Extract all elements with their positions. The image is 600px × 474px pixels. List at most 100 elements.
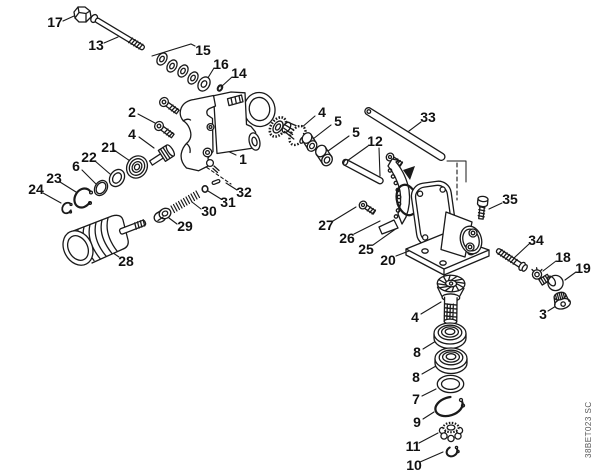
bushing-5a-part — [301, 132, 318, 152]
leader-6 — [81, 169, 97, 185]
leader-15-bracket — [151, 43, 196, 57]
callout-9: 9 — [413, 414, 421, 430]
callout-1: 1 — [239, 151, 247, 167]
callout-19: 19 — [575, 260, 591, 276]
gear-4-top-part — [268, 116, 307, 147]
bearing-21-part — [125, 155, 149, 179]
callout-25: 25 — [358, 241, 374, 257]
plug-3-part — [553, 291, 572, 310]
leader-4c — [420, 301, 442, 315]
callout-4a: 4 — [128, 126, 136, 142]
screw-2a-part — [159, 96, 180, 115]
callout-30: 30 — [201, 203, 217, 219]
callout-31: 31 — [220, 194, 236, 210]
screw-35-part — [476, 195, 489, 220]
shaft-4-left-part — [148, 144, 176, 166]
leader-12a — [346, 145, 369, 162]
callout-20: 20 — [380, 252, 396, 268]
bracket-26-part — [378, 158, 415, 235]
callout-4c: 4 — [411, 309, 419, 325]
cap-19-part — [538, 273, 564, 292]
leader-20 — [395, 250, 410, 257]
bearing-8a-part — [433, 322, 467, 350]
callout-5b: 5 — [352, 124, 360, 140]
callout-33: 33 — [420, 109, 436, 125]
ring-6-part — [93, 179, 109, 197]
leader-34 — [513, 243, 530, 259]
callout-4b: 4 — [318, 104, 326, 120]
leader-35 — [488, 202, 503, 210]
callout-29: 29 — [177, 218, 193, 234]
bearing-8b-part — [434, 347, 468, 375]
leader-26 — [353, 220, 381, 235]
leader-21 — [113, 149, 131, 162]
oring-14-part — [216, 84, 224, 92]
nut-29-part — [153, 207, 172, 223]
leader-24 — [42, 192, 62, 204]
bolt-34-part — [495, 248, 528, 272]
leader-11 — [418, 432, 439, 444]
callout-24: 24 — [28, 181, 44, 197]
leader-5b — [327, 135, 350, 152]
leader-4b — [300, 115, 316, 129]
leader-29 — [168, 217, 178, 225]
callout-28: 28 — [118, 253, 134, 269]
callout-8b: 8 — [412, 369, 420, 385]
leader-19 — [564, 271, 577, 281]
nut-18-part — [531, 267, 543, 280]
callout-17: 17 — [47, 14, 63, 30]
callout-32: 32 — [236, 184, 252, 200]
callout-22: 22 — [81, 149, 97, 165]
leader-5a — [312, 124, 332, 140]
ring-22-part — [108, 168, 126, 188]
washer-16-part — [197, 76, 211, 92]
callout-8a: 8 — [413, 344, 421, 360]
callout-16: 16 — [213, 56, 229, 72]
leader-30 — [191, 201, 202, 210]
leader-27 — [332, 206, 357, 222]
ring-7-part — [436, 374, 465, 394]
leader-13 — [103, 36, 119, 44]
starnut-11-part — [438, 421, 464, 443]
leader-8b — [421, 365, 437, 375]
bushing-5b-part — [315, 144, 333, 167]
callout-13: 13 — [88, 37, 104, 53]
callout-14: 14 — [231, 65, 247, 81]
clip-24-part — [61, 201, 73, 215]
callout-35: 35 — [502, 191, 518, 207]
leader-25 — [372, 227, 398, 246]
leader-4a — [138, 136, 155, 149]
leader-10 — [419, 451, 444, 463]
callout-23: 23 — [46, 170, 62, 186]
leader-33 — [408, 121, 422, 132]
bolt-13-part — [90, 13, 146, 51]
callout-21: 21 — [101, 139, 117, 155]
callout-5a: 5 — [334, 113, 342, 129]
leader-32 — [225, 182, 238, 191]
leader-31 — [207, 190, 222, 200]
callout-2: 2 — [128, 104, 136, 120]
snapring-9-part — [434, 395, 466, 418]
leader-23 — [59, 181, 77, 193]
callout-7: 7 — [412, 391, 420, 407]
gear-4-bottom-part — [436, 274, 466, 325]
callout-6: 6 — [72, 158, 80, 174]
callout-15: 15 — [195, 42, 211, 58]
callout-3: 3 — [539, 306, 547, 322]
clip-10-part — [445, 445, 460, 458]
leader-8a — [422, 340, 437, 350]
diagram-id-watermark: 38BET023 SC — [584, 401, 593, 458]
washer-31-part — [201, 185, 209, 194]
leader-22 — [94, 160, 111, 175]
coupler-28-part — [62, 214, 147, 266]
spring-30-part — [170, 190, 201, 214]
leader-18 — [542, 260, 557, 272]
gearhead-20-part — [405, 180, 490, 276]
callout-10: 10 — [406, 457, 422, 473]
callout-12: 12 — [367, 133, 383, 149]
callout-11: 11 — [406, 438, 421, 454]
housing-1-part — [179, 91, 276, 174]
leader-2 — [137, 113, 156, 124]
